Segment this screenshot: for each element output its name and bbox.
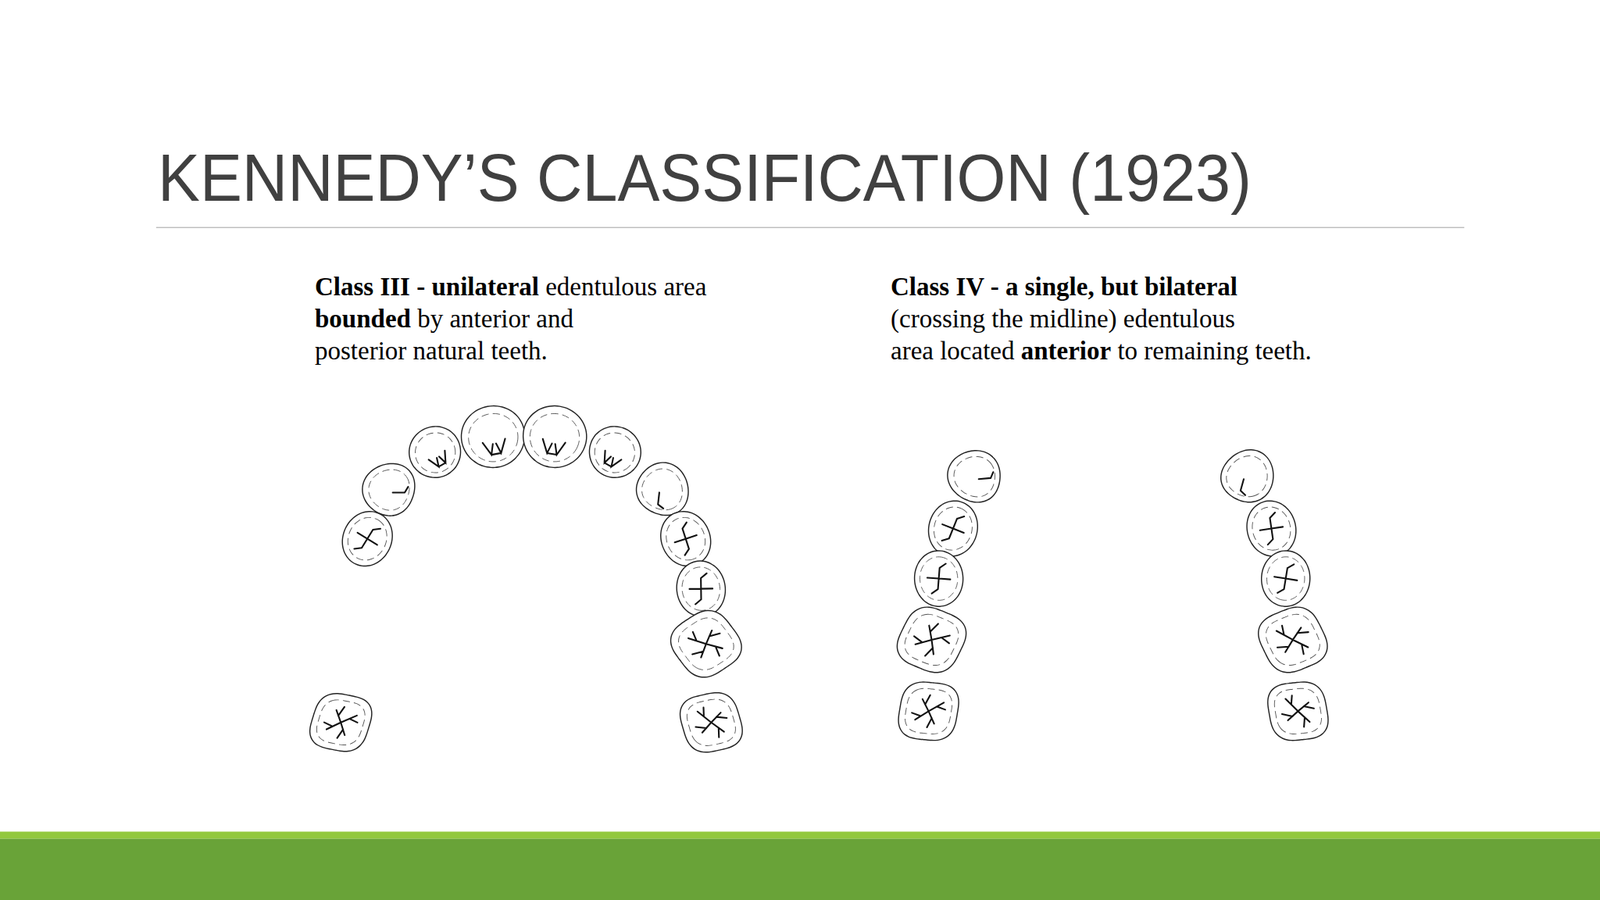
- tooth-fissure: [482, 439, 508, 457]
- bold-run: anterior: [1021, 336, 1111, 365]
- tooth-cusp-line: [341, 510, 394, 567]
- premolar-tooth: [913, 550, 965, 608]
- molar-tooth: [664, 604, 747, 683]
- tooth-fissure: [907, 689, 950, 732]
- class-three-arch: [296, 400, 757, 767]
- tooth-cusp-line: [587, 425, 643, 480]
- tooth-outline: [666, 678, 757, 767]
- tooth-fissure: [687, 572, 715, 605]
- tooth-outline: [579, 417, 650, 487]
- tooth-fissure: [1256, 511, 1286, 547]
- text-run: posterior natural teeth.: [314, 336, 548, 365]
- tooth-cusp-line: [1219, 448, 1277, 505]
- tooth-cusp-line: [892, 675, 965, 747]
- tooth-outline: [400, 417, 471, 487]
- tooth-outline: [664, 604, 747, 683]
- tooth-cusp-line: [676, 688, 747, 758]
- tooth-cusp-line: [659, 510, 712, 567]
- tooth-cusp-line: [946, 447, 1004, 504]
- tooth-cusp-line: [928, 502, 977, 554]
- tooth-fissure: [1235, 478, 1252, 497]
- tooth-cusp-line: [306, 689, 375, 757]
- tooth-outline: [1252, 665, 1344, 757]
- tooth-outline: [456, 400, 530, 473]
- tooth-fissure: [1273, 563, 1298, 594]
- tooth-fissure: [910, 620, 954, 660]
- tooth-cusp-line: [918, 556, 959, 602]
- incisor-tooth: [518, 400, 592, 472]
- tooth-fissure: [392, 482, 410, 500]
- molar-tooth: [1252, 665, 1344, 757]
- premolar-tooth: [673, 557, 729, 620]
- tooth-outline: [673, 557, 729, 620]
- tooth-cusp-line: [1265, 556, 1306, 602]
- slide-title: KENNEDY’S CLASSIFICATION (1923): [157, 143, 1252, 211]
- tooth-fissure: [938, 511, 968, 547]
- tooth-outline: [1247, 596, 1339, 685]
- class-description: Class IV - a single, but bilateral (cros…: [890, 271, 1312, 368]
- tooth-cusp-line: [1247, 502, 1296, 554]
- molar-tooth: [666, 678, 757, 767]
- tooth-cusp-line: [1262, 675, 1334, 747]
- tooth-outline: [518, 400, 592, 472]
- title-rule: [156, 226, 1465, 229]
- molar-tooth: [296, 678, 386, 766]
- premolar-tooth: [1260, 550, 1311, 608]
- tooth-cusp-line: [674, 613, 739, 675]
- tooth-cusp-line: [634, 460, 693, 519]
- class-description: Class III - unilateral edentulous area b…: [314, 271, 707, 368]
- tooth-cusp-line: [360, 460, 419, 518]
- molar-tooth: [1247, 596, 1339, 685]
- tooth-cusp-line: [526, 410, 584, 466]
- tooth-cusp-line: [896, 605, 967, 675]
- tooth-fissure: [652, 492, 669, 510]
- molar-tooth: [882, 665, 975, 757]
- tooth-fissure: [1275, 689, 1318, 732]
- tooth-outline: [296, 678, 386, 766]
- tooth-cusp-line: [1257, 605, 1329, 675]
- tooth-fissure: [350, 521, 384, 558]
- tooth-fissure: [926, 563, 951, 594]
- tooth-outline: [913, 550, 965, 608]
- text-run: by anterior and: [410, 304, 574, 333]
- text-run: area located: [890, 336, 1022, 365]
- tooth-fissure: [669, 521, 703, 558]
- tooth-fissure: [685, 626, 725, 661]
- text-run: edentulous area: [539, 272, 707, 301]
- molar-tooth: [886, 596, 978, 685]
- tooth-fissure: [600, 450, 622, 470]
- text-run: to remaining teeth.: [1110, 336, 1312, 365]
- tooth-fissure: [428, 450, 451, 470]
- incisor-tooth: [400, 417, 471, 487]
- dental-arches: [296, 400, 1344, 767]
- footer-stripe: [0, 831, 1600, 839]
- text-run: (crossing the midline) edentulous: [890, 304, 1236, 333]
- footer-bar: [0, 839, 1600, 900]
- bold-run: Class IV - a single, but bilateral: [890, 272, 1238, 301]
- tooth-fissure: [1270, 620, 1314, 660]
- tooth-cusp-line: [407, 425, 463, 481]
- tooth-fissure: [320, 702, 362, 742]
- tooth-fissure: [540, 439, 566, 457]
- tooth-outline: [1260, 550, 1311, 608]
- bold-run: Class III - unilateral: [314, 272, 540, 301]
- tooth-cusp-line: [679, 564, 723, 614]
- tooth-outline: [886, 596, 978, 685]
- bold-run: bounded: [314, 304, 411, 333]
- tooth-fissure: [978, 467, 995, 485]
- tooth-fissure: [689, 702, 733, 743]
- incisor-tooth: [456, 400, 530, 473]
- class-four-arch: [882, 439, 1344, 757]
- tooth-cusp-line: [464, 409, 522, 466]
- incisor-tooth: [579, 417, 650, 487]
- tooth-outline: [882, 665, 975, 757]
